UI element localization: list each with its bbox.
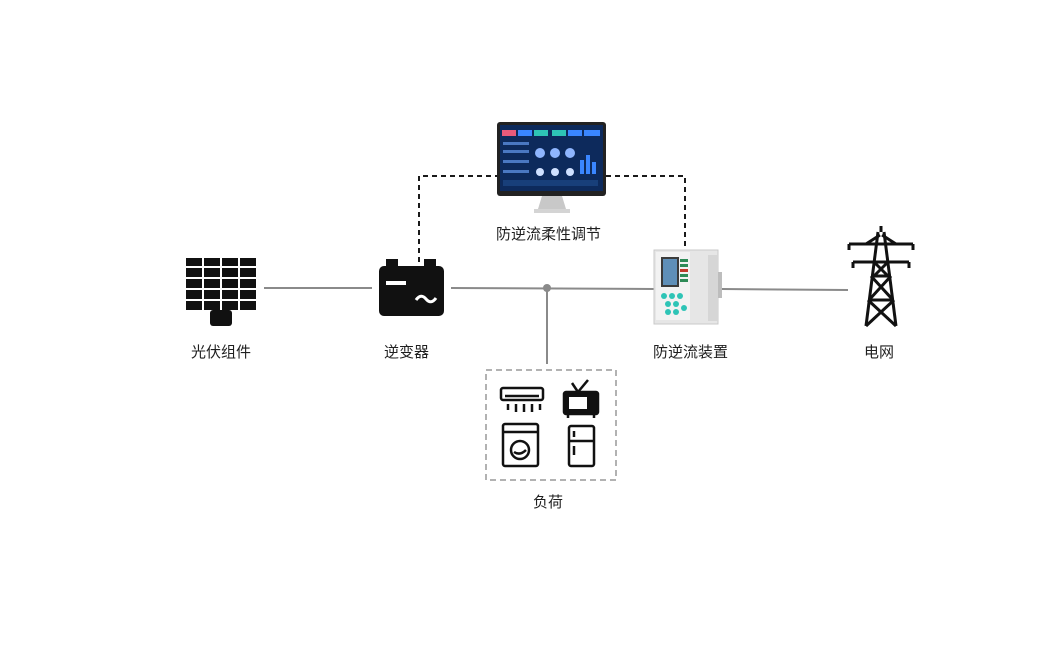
transmission-tower-icon [847,226,915,328]
protector-label: 防逆流装置 [653,343,729,361]
line-device-grid [721,288,849,291]
line-inverter-device [450,287,656,290]
dashed-inverter-monitor [418,175,498,262]
monitor-label: 防逆流柔性调节 [496,225,602,243]
grid-label: 电网 [864,343,895,361]
pv-label: 光伏组件 [191,343,252,361]
load-label: 负荷 [533,493,564,511]
refrigerator-icon [567,424,596,468]
monitor-dashboard-icon [497,122,606,213]
solar-panel-icon [186,258,256,326]
washing-machine-icon [501,422,540,468]
inverter-icon [379,259,444,316]
inverter-label: 逆变器 [384,343,430,361]
dashed-monitor-device [606,175,686,250]
anti-backflow-device-icon [653,249,722,325]
junction-dot [543,284,551,292]
connection-lines [264,284,849,364]
communication-lines [418,175,686,262]
television-icon [562,379,600,418]
air-conditioner-icon [499,386,545,412]
load-box [485,369,617,481]
